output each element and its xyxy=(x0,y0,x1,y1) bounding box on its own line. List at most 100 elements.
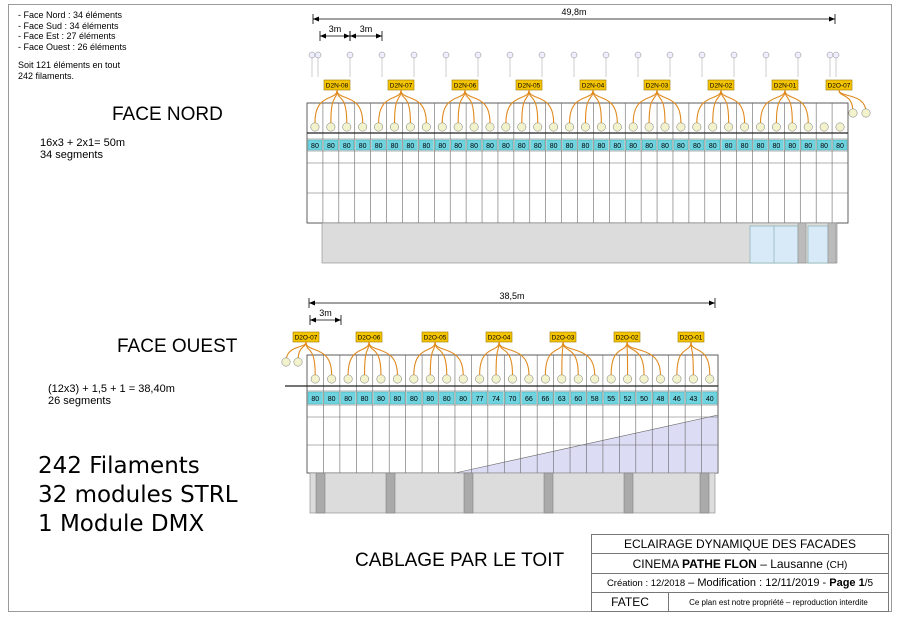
ouest-cell-value: 80 xyxy=(426,396,434,403)
ouest-cell-value: 80 xyxy=(344,396,352,403)
ouest-cell-value: 48 xyxy=(657,396,665,403)
dim-ouest-seg-label: 3m xyxy=(319,308,332,318)
ouest-cell-value: 80 xyxy=(443,396,451,403)
nord-connector-node xyxy=(660,122,670,132)
nord-connector-node xyxy=(803,122,813,132)
ouest-module-d2o-04-label: D2O-04 xyxy=(488,335,511,342)
ouest-cell xyxy=(653,391,668,405)
nord-cell xyxy=(594,139,609,151)
nord-pillar xyxy=(797,222,807,264)
nord-cell xyxy=(355,139,370,151)
nord-connector-node xyxy=(469,122,479,132)
dim-ouest-seg-arrow xyxy=(335,317,341,323)
cable xyxy=(305,341,333,376)
nord-connector-node xyxy=(692,122,702,132)
nord-cell-value: 80 xyxy=(375,143,383,150)
nord-connector-node xyxy=(612,122,622,132)
drawing-frame xyxy=(8,4,892,612)
nord-connector-node xyxy=(517,122,527,132)
cable xyxy=(400,89,427,124)
nord-cell xyxy=(466,139,482,151)
cinema-name: PATHE FLON xyxy=(681,557,757,571)
nord-cell xyxy=(578,139,593,151)
nord-cell-value: 80 xyxy=(804,143,812,150)
nord-connector-node xyxy=(581,122,590,132)
ouest-connector-node xyxy=(442,374,452,384)
cable xyxy=(498,341,530,376)
nord-cell-value: 80 xyxy=(725,143,733,150)
nord-connector-node xyxy=(342,122,352,132)
modification-date: 12/11/2019 xyxy=(765,577,820,589)
nord-cell xyxy=(673,139,689,151)
nord-cell xyxy=(689,139,704,151)
nord-cell xyxy=(785,139,800,151)
nord-connector-node xyxy=(358,122,368,132)
marker-node xyxy=(826,51,834,59)
ouest-module-d2o-06-label: D2O-06 xyxy=(358,335,381,342)
ouest-cell-value: 80 xyxy=(361,396,369,403)
cable xyxy=(368,341,398,376)
nord-cell xyxy=(323,139,339,151)
ouest-connector-node xyxy=(540,374,550,384)
nord-cell xyxy=(769,139,784,151)
ouest-module-d2o-07-label: D2O-07 xyxy=(295,335,318,342)
ouest-connector-node xyxy=(343,374,353,384)
nord-pillar xyxy=(827,222,837,264)
nord-cell xyxy=(816,139,832,151)
nord-cell-value: 80 xyxy=(566,143,574,150)
ouest-connector-node xyxy=(392,374,402,384)
ouest-connector-node xyxy=(376,374,386,384)
ouest-connector-node xyxy=(573,374,583,384)
ouest-cell-value: 46 xyxy=(673,396,681,403)
creation-label: Création : xyxy=(606,578,651,589)
ouest-cell-value: 80 xyxy=(459,396,467,403)
nord-module-d2o-07-label: D2O-07 xyxy=(828,83,851,90)
dim-nord-seg1-arrow xyxy=(344,33,350,39)
project-title: ECLAIRAGE DYNAMIQUE DES FACADES xyxy=(592,535,888,554)
ouest-cell-value: 80 xyxy=(410,396,418,403)
nord-connector-node xyxy=(374,122,384,132)
ouest-cell xyxy=(636,391,652,405)
ouest-cell xyxy=(620,391,635,405)
dates-line: Création : 12/2018 – Modification : 12/1… xyxy=(592,574,888,593)
marker-node xyxy=(506,51,514,59)
ouest-extra-node xyxy=(293,357,303,367)
nord-cell xyxy=(721,139,736,151)
face-nord-segments: 34 segments xyxy=(40,149,103,161)
company-name: FATEC xyxy=(592,593,669,612)
nord-extra-node xyxy=(861,108,871,118)
nord-cell-value: 80 xyxy=(343,143,351,150)
marker-node xyxy=(442,51,450,59)
nord-module-d2n-08-label: D2N-08 xyxy=(326,83,349,90)
marker-node xyxy=(538,51,546,59)
nord-connector-node xyxy=(405,122,415,132)
nord-cell xyxy=(832,139,848,151)
ouest-connector-node xyxy=(327,374,337,384)
dim-nord-total-arrow xyxy=(829,16,835,22)
nord-cell xyxy=(610,139,625,151)
summary-modules-strl: 32 modules STRL xyxy=(38,482,238,508)
ouest-pillar xyxy=(463,472,474,514)
ouest-cell xyxy=(570,391,586,405)
ouest-connector-node xyxy=(656,374,665,384)
nord-cell xyxy=(657,139,673,151)
marker-node xyxy=(832,51,840,59)
face-nord-title: FACE NORD xyxy=(112,104,223,125)
nord-cell xyxy=(419,139,434,151)
face-ouest-segments: 26 segments xyxy=(48,395,111,407)
creation-date: 12/2018 xyxy=(650,578,686,589)
element-legend: - Face Nord : 34 éléments - Face Sud : 3… xyxy=(18,10,127,81)
dim-nord-seg2-arrow xyxy=(376,33,382,39)
face-ouest-formula: (12x3) + 1,5 + 1 = 38,40m 26 segments xyxy=(48,383,175,407)
ouest-cell xyxy=(439,391,455,405)
marker-node xyxy=(762,51,770,59)
ouest-cell-value: 66 xyxy=(525,396,533,403)
legend-total-filaments: 242 filaments. xyxy=(18,70,75,81)
nord-connector-node xyxy=(310,122,320,132)
cable xyxy=(784,89,809,124)
nord-cell xyxy=(403,139,418,151)
nord-cell-value: 80 xyxy=(422,143,430,150)
nord-connector-node xyxy=(819,122,829,132)
ouest-pillar xyxy=(699,472,710,514)
nord-cell xyxy=(626,139,641,151)
